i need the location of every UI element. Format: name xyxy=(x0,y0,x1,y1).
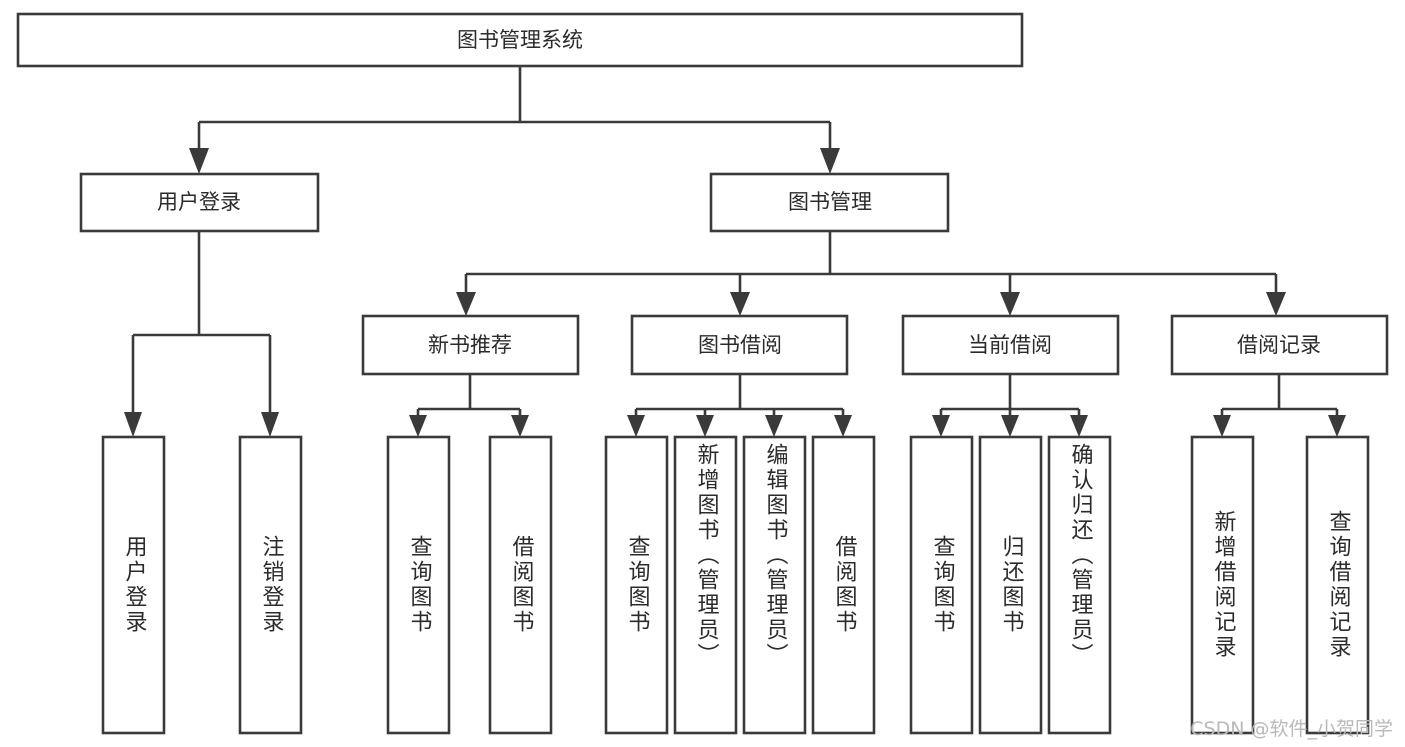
node-new-book-recommend[interactable] xyxy=(361,314,580,376)
arrow-down-icon-to-borrow-record xyxy=(1266,292,1286,316)
node-book-manage-label: 图书管理 xyxy=(788,190,872,214)
node-leaf-query-book-3[interactable] xyxy=(909,435,974,735)
node-leaf-borrow-book-2[interactable] xyxy=(811,435,876,735)
node-leaf-query-borrow-record[interactable] xyxy=(1305,435,1370,735)
node-leaf-add-borrow-record[interactable] xyxy=(1190,435,1255,735)
arrow-down-icon-to-leaf-logout-login xyxy=(261,412,279,437)
arrow-down-icon-to-book-manage xyxy=(820,148,840,174)
node-current-borrow-label: 当前借阅 xyxy=(968,333,1052,357)
arrow-down-icon-to-leaf-user-login xyxy=(124,412,142,437)
node-book-manage[interactable] xyxy=(709,172,950,233)
node-leaf-query-book-1[interactable] xyxy=(386,435,451,735)
arrow-down-icon-to-leaf-edit-book-admin xyxy=(765,415,783,437)
arrow-down-icon-to-leaf-add-borrow-record xyxy=(1213,415,1231,437)
node-leaf-return-book[interactable] xyxy=(978,435,1043,735)
node-leaf-logout-login[interactable] xyxy=(238,435,303,735)
node-user-login[interactable] xyxy=(79,172,320,233)
node-borrow-record-label: 借阅记录 xyxy=(1237,333,1321,357)
arrow-down-icon-to-book-borrow xyxy=(730,292,750,316)
node-leaf-edit-book-admin[interactable] xyxy=(742,435,807,735)
arrow-down-icon-to-leaf-return-book xyxy=(1001,415,1019,437)
node-leaf-user-login[interactable] xyxy=(101,435,166,735)
arrow-down-icon-to-new-book-recommend xyxy=(456,292,476,316)
node-box-layer xyxy=(16,12,1389,735)
node-leaf-confirm-return-admin[interactable] xyxy=(1047,435,1112,735)
arrow-down-icon-to-current-borrow xyxy=(1000,292,1020,316)
node-new-book-recommend-label: 新书推荐 xyxy=(428,333,512,357)
node-borrow-record[interactable] xyxy=(1170,314,1389,376)
arrowhead-layer xyxy=(124,148,1346,437)
arrow-down-icon-to-leaf-query-book-3 xyxy=(932,415,950,437)
node-book-borrow-label: 图书借阅 xyxy=(698,333,782,357)
arrow-down-icon-to-leaf-add-book-admin xyxy=(696,415,714,437)
node-leaf-borrow-book-1[interactable] xyxy=(488,435,553,735)
node-root-label: 图书管理系统 xyxy=(457,28,583,52)
arrow-down-icon-to-leaf-confirm-return-admin xyxy=(1070,415,1088,437)
node-root[interactable] xyxy=(16,12,1024,68)
node-current-borrow[interactable] xyxy=(901,314,1120,376)
arrow-down-icon-to-leaf-borrow-book-1 xyxy=(511,415,529,437)
node-leaf-query-book-2[interactable] xyxy=(604,435,669,735)
arrow-down-icon-to-leaf-query-book-1 xyxy=(409,415,427,437)
arrow-down-icon-to-leaf-query-borrow-record xyxy=(1328,415,1346,437)
arrow-down-icon-to-leaf-query-book-2 xyxy=(627,415,645,437)
node-user-login-label: 用户登录 xyxy=(157,190,241,214)
node-leaf-add-book-admin[interactable] xyxy=(673,435,738,735)
node-book-borrow[interactable] xyxy=(630,314,849,376)
arrow-down-icon-to-user-login xyxy=(189,148,209,174)
horizontal-label-layer: 图书管理系统 用户登录 图书管理 新书推荐 图书借阅 当前借阅 借阅记录 xyxy=(157,28,1321,357)
arrow-down-icon-to-leaf-borrow-book-2 xyxy=(834,415,852,437)
